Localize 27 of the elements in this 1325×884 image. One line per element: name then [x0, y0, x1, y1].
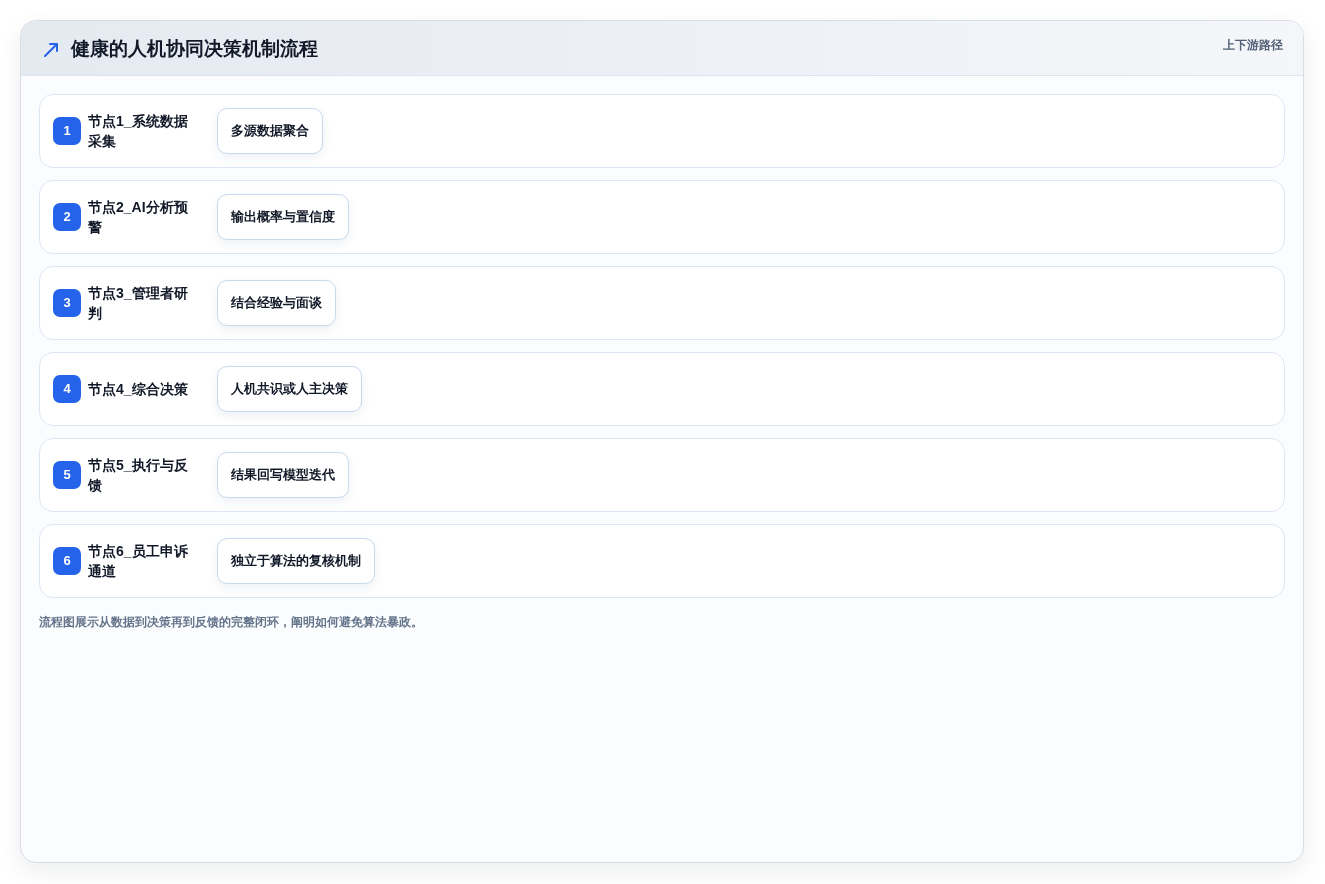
- step-title: 节点2_AI分析预警: [88, 198, 189, 237]
- step-title: 节点5_执行与反馈: [88, 456, 189, 495]
- step-row-card: [39, 180, 1285, 254]
- step-number: 1: [53, 117, 81, 145]
- detail-tag: 人机共识或人主决策: [217, 366, 362, 412]
- detail-tag: 结果回写模型迭代: [217, 452, 349, 498]
- detail-tag: 输出概率与置信度: [217, 194, 349, 240]
- step-row-card: [39, 94, 1285, 168]
- step-row-card: [39, 352, 1285, 426]
- header-tag: 上下游路径: [1223, 37, 1283, 53]
- step-row-card: [39, 266, 1285, 340]
- caption-text: 流程图展示从数据到决策再到反馈的完整闭环，阐明如何避免算法暴政。: [39, 614, 423, 630]
- detail-tag: 独立于算法的复核机制: [217, 538, 375, 584]
- step-number: 6: [53, 547, 81, 575]
- diagram-title: 健康的人机协同决策机制流程: [71, 37, 318, 61]
- step-title: 节点3_管理者研判: [88, 284, 189, 323]
- detail-tag: 多源数据聚合: [217, 108, 323, 154]
- step-number: 2: [53, 203, 81, 231]
- step-row-card: [39, 524, 1285, 598]
- step-title: 节点4_综合决策: [88, 380, 189, 399]
- step-number: 4: [53, 375, 81, 403]
- step-row-card: [39, 438, 1285, 512]
- step-title: 节点6_员工申诉通道: [88, 542, 189, 581]
- detail-tag: 结合经验与面谈: [217, 280, 336, 326]
- step-number: 5: [53, 461, 81, 489]
- step-title: 节点1_系统数据采集: [88, 112, 189, 151]
- step-number: 3: [53, 289, 81, 317]
